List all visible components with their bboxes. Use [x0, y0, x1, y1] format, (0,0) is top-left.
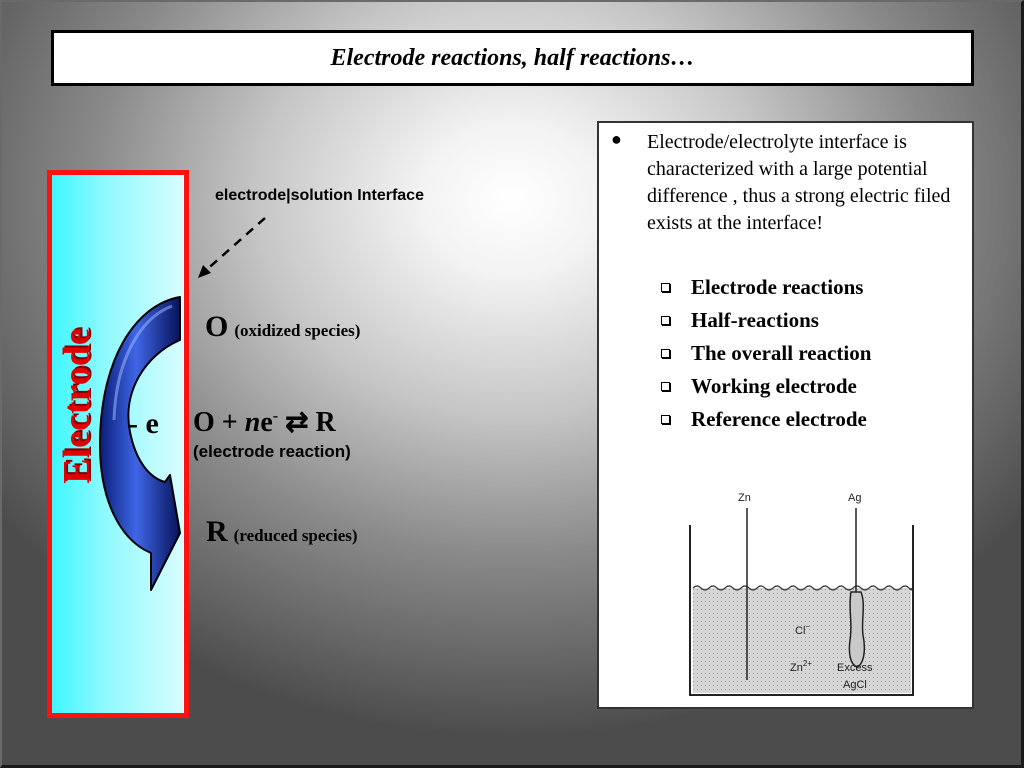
interface-pointer-head — [198, 265, 211, 278]
reduced-description: (reduced species) — [233, 526, 358, 545]
chloride-label: Cl− — [795, 622, 810, 637]
topic-item: Electrode reactions — [661, 271, 871, 304]
reaction-rhs: R — [308, 407, 336, 438]
interface-label: electrode|solution Interface — [215, 187, 424, 204]
arrow-highlight — [112, 304, 173, 421]
electron-label: - e — [128, 407, 159, 440]
ag-electrode-label: Ag — [848, 492, 861, 504]
electrode-reaction: O + ne- ⇄ R — [193, 405, 336, 439]
topic-item: Working electrode — [661, 370, 871, 403]
zn-electrode-label: Zn — [738, 492, 751, 504]
topic-label: Electrode reactions — [691, 275, 864, 299]
square-bullet-icon — [661, 382, 670, 391]
interface-pointer-arrow — [203, 217, 266, 273]
reduced-symbol: R — [206, 515, 228, 548]
topic-label: Half-reactions — [691, 308, 819, 332]
intro-text: Electrode/electrolyte interface is chara… — [647, 131, 951, 234]
reaction-lhs: O + — [193, 407, 245, 438]
square-bullet-icon — [661, 283, 670, 292]
intro-bullet: ● — [611, 129, 622, 149]
reaction-caption: (electrode reaction) — [193, 442, 351, 461]
slide-title: Electrode reactions, half reactions… — [330, 44, 695, 71]
equilibrium-arrow: ⇄ — [285, 407, 309, 438]
oxidized-symbol: O — [205, 310, 229, 343]
square-bullet-icon — [661, 349, 670, 358]
topic-label: The overall reaction — [691, 341, 872, 365]
curved-arrow-shape — [99, 296, 181, 591]
excess-label: Excess — [837, 662, 873, 674]
topic-item: Reference electrode — [661, 403, 871, 436]
topic-item: The overall reaction — [661, 337, 871, 370]
reaction-e: e — [260, 407, 273, 438]
oxidized-species: O (oxidized species) — [205, 310, 360, 344]
topic-label: Working electrode — [691, 374, 857, 398]
topic-list: Electrode reactions Half-reactions The o… — [661, 271, 871, 436]
agcl-label: AgCl — [843, 679, 867, 691]
solution-surface — [692, 585, 913, 591]
reduced-species: R (reduced species) — [206, 515, 358, 549]
reaction-n: n — [244, 407, 261, 438]
agcl-coated-silver — [848, 591, 866, 668]
title-box: Electrode reactions, half reactions… — [51, 30, 974, 86]
zinc-ion-label: Zn2+ — [790, 659, 812, 674]
beaker — [689, 525, 914, 696]
reaction-charge: - — [272, 407, 279, 425]
oxidized-description: (oxidized species) — [234, 321, 361, 340]
electrolyte-solution — [693, 588, 911, 693]
topic-label: Reference electrode — [691, 407, 867, 431]
topic-item: Half-reactions — [661, 304, 871, 337]
square-bullet-icon — [661, 415, 670, 424]
square-bullet-icon — [661, 316, 670, 325]
